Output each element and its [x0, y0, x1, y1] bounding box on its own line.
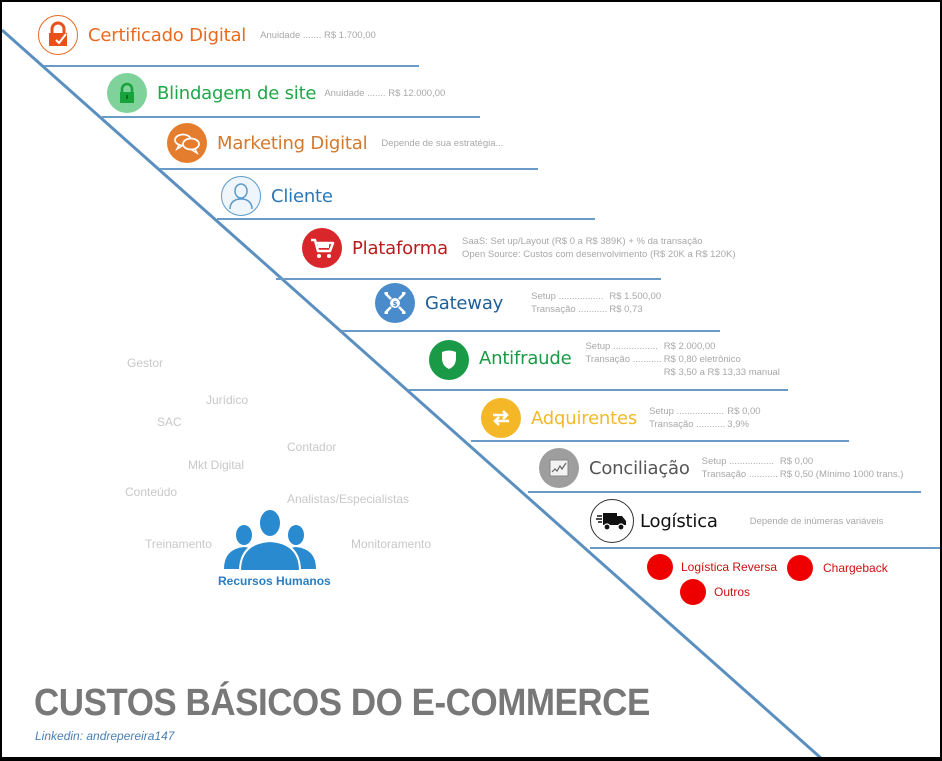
desc-value: R$ 0,80 eletrônico — [663, 354, 741, 365]
item-description: Anuidade ....... R$ 12.000,00 — [324, 87, 446, 99]
item-title: Cliente — [271, 185, 333, 207]
hr-role-sac: SAC — [157, 415, 182, 429]
lock-check-icon — [38, 15, 78, 55]
shield-icon — [429, 340, 469, 380]
hr-role-mkt-digital: Mkt Digital — [188, 458, 245, 472]
cost-item-certificado-digital: Certificado Digital Anuidade ....... R$ … — [38, 15, 376, 55]
extra-item-logistica-reversa: Logística Reversa — [647, 554, 777, 580]
separator-line — [342, 330, 720, 332]
money-network-icon: $ — [375, 283, 415, 323]
separator-line — [528, 491, 921, 493]
item-description: Depende de inúmeras variáveis — [749, 515, 884, 527]
extra-label: Logística Reversa — [681, 560, 778, 574]
desc-line: Open Source: Custos com desenvolvimento … — [461, 249, 736, 260]
hr-role-contador: Contador — [287, 440, 337, 454]
extra-item-chargeback: Chargeback — [787, 555, 888, 581]
cost-item-conciliacao: Conciliação Setup ................. R$ 0,… — [539, 448, 903, 488]
item-description: Setup ..................R$ 0,00 Transaçã… — [649, 405, 761, 431]
separator-line — [590, 547, 940, 549]
item-description: Setup ................. R$ 0,00 Transação… — [702, 455, 904, 481]
desc-value: R$ 0,00 — [779, 456, 814, 467]
item-title: Marketing Digital — [217, 132, 368, 154]
page-title: CUSTOS BÁSICOS DO E-COMMERCE — [34, 682, 650, 724]
speech-bubbles-icon — [167, 123, 207, 163]
item-description: Anuidade ....... R$ 1.700,00 — [260, 29, 376, 41]
desc-key: Setup ................. — [531, 291, 604, 302]
cost-item-plataforma: Plataforma SaaS: Set up/Layout (R$ 0 a R… — [302, 228, 736, 268]
shopping-cart-icon — [302, 228, 342, 268]
linkedin-credit: Linkedin: andrepereira147 — [35, 729, 175, 743]
desc-value: R$ 0,00 — [727, 406, 761, 417]
hr-label: Recursos Humanos — [218, 574, 331, 588]
hr-role-conteudo: Conteúdo — [125, 485, 178, 499]
red-dot-icon — [647, 554, 673, 580]
item-title: Logística — [640, 510, 718, 532]
cost-item-adquirentes: Adquirentes Setup ..................R$ 0… — [481, 398, 761, 438]
separator-line — [160, 168, 538, 170]
hr-role-juridico: Jurídico — [206, 393, 249, 407]
svg-text:$: $ — [393, 300, 398, 308]
desc-value: R$ 0,50 (Mínimo 1000 trans.) — [779, 469, 904, 480]
desc-value: R$ 2.000,00 — [663, 341, 716, 352]
desc-value: R$ 1.500,00 — [609, 291, 662, 302]
desc-key: Transação ........... — [649, 419, 726, 430]
item-title: Blindagem de site — [157, 82, 317, 104]
hr-role-gestor: Gestor — [127, 356, 164, 370]
desc-value: R$ 3,50 a R$ 13,33 manual — [663, 367, 780, 378]
desc-line: SaaS: Set up/Layout (R$ 0 a R$ 389K) + %… — [461, 236, 703, 247]
separator-line — [471, 440, 849, 442]
hr-role-analistas: Analistas/Especialistas — [287, 492, 410, 506]
people-group-icon — [224, 508, 316, 572]
cost-item-marketing-digital: Marketing Digital Depende de sua estraté… — [167, 123, 503, 163]
desc-key: Setup ................. — [585, 341, 658, 352]
padlock-icon — [107, 73, 147, 113]
cost-item-blindagem-de-site: Blindagem de site Anuidade ....... R$ 12… — [107, 73, 445, 113]
separator-line — [217, 218, 595, 220]
cost-item-antifraude: Antifraude Setup ................. R$ 2.0… — [429, 340, 780, 380]
item-description: SaaS: Set up/Layout (R$ 0 a R$ 389K) + %… — [462, 235, 736, 261]
item-title: Gateway — [425, 292, 504, 314]
delivery-truck-icon — [590, 499, 634, 543]
separator-line — [102, 116, 480, 118]
desc-key: Transação ........... — [701, 469, 778, 480]
chart-line-icon — [539, 448, 579, 488]
hr-role-treinamento: Treinamento — [145, 537, 212, 551]
item-description: Depende de sua estratégia... — [381, 137, 504, 149]
separator-line — [276, 278, 661, 280]
separator-line — [44, 65, 419, 67]
extra-item-outros: Outros — [680, 579, 750, 605]
red-dot-icon — [680, 579, 706, 605]
item-title: Antifraude — [479, 348, 572, 369]
item-description: Setup ................. R$ 1.500,00 Trans… — [531, 290, 661, 316]
extra-label: Outros — [714, 585, 751, 599]
item-description: Setup ................. R$ 2.000,00 Trans… — [585, 340, 779, 379]
red-dot-icon — [787, 555, 813, 581]
transfer-arrows-icon — [481, 398, 521, 438]
cost-item-logistica: Logística Depende de inúmeras variáveis — [590, 499, 883, 543]
cost-item-cliente: Cliente — [221, 176, 333, 216]
user-icon — [221, 176, 261, 216]
desc-key: Transação ........... — [585, 354, 662, 365]
desc-key: Setup .................. — [649, 406, 725, 417]
item-title: Plataforma — [352, 237, 448, 259]
desc-key: Setup ................. — [701, 456, 775, 467]
hr-role-monitoramento: Monitoramento — [351, 537, 432, 551]
desc-key: Transação ........... — [531, 304, 608, 315]
item-title: Adquirentes — [531, 407, 638, 429]
separator-line — [408, 389, 788, 391]
desc-key — [585, 366, 661, 379]
cost-item-gateway: $ Gateway Setup ................. R$ 1.50… — [375, 283, 661, 323]
desc-value: 3,9% — [727, 419, 749, 430]
desc-value: R$ 0,73 — [609, 304, 643, 315]
item-title: Certificado Digital — [88, 24, 247, 46]
item-title: Conciliação — [589, 457, 690, 479]
extra-label: Chargeback — [823, 561, 888, 575]
